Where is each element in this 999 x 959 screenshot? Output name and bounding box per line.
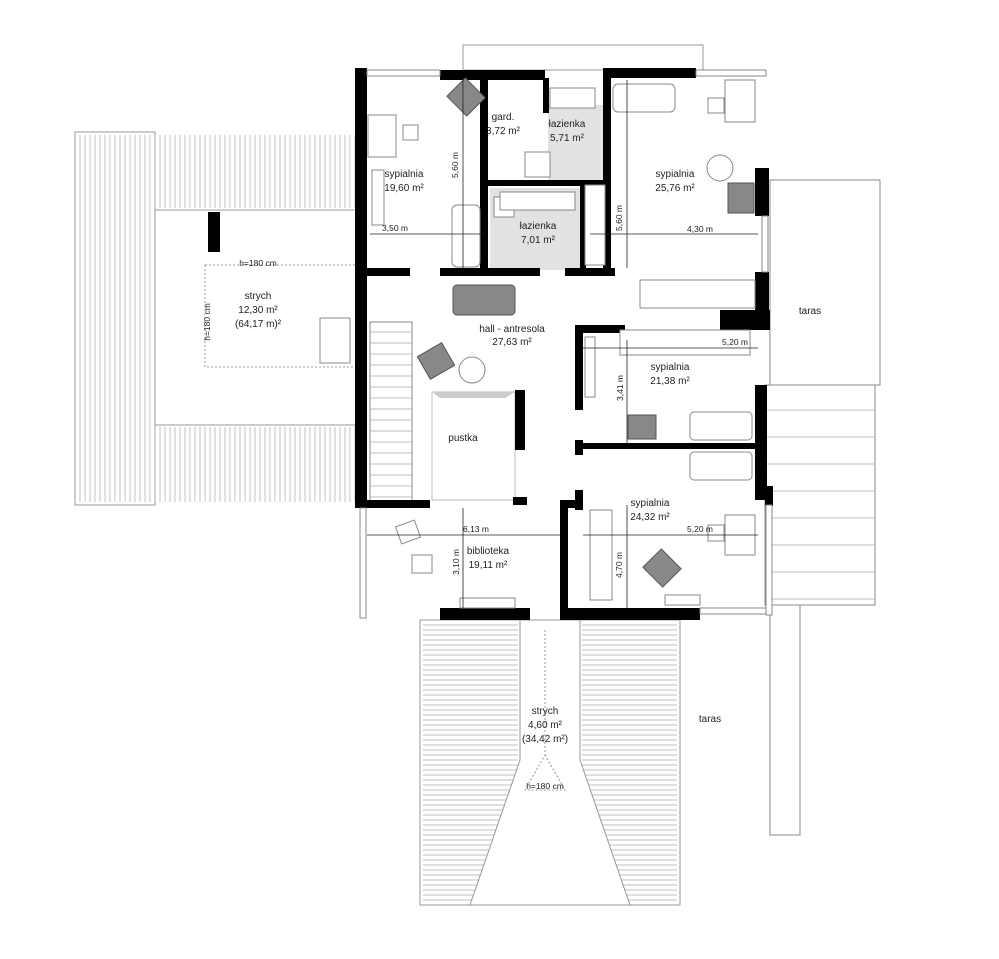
staircase	[369, 321, 413, 503]
room-sypialnia-2: sypialnia 25,76 m²	[655, 169, 695, 194]
armchair	[627, 414, 657, 440]
svg-text:(34,42 m²): (34,42 m²)	[522, 734, 568, 745]
svg-text:sypialnia: sypialnia	[656, 169, 695, 180]
svg-text:strych: strych	[532, 706, 559, 717]
svg-text:6,13 m: 6,13 m	[463, 524, 489, 534]
room-sypialnia-3: sypialnia 21,38 m²	[650, 362, 690, 387]
room-strych-2: strych 4,60 m² (34,42 m²)	[522, 706, 568, 745]
bathtub	[689, 411, 753, 441]
terrace-label-2: taras	[699, 714, 721, 725]
svg-text:3,72 m²: 3,72 m²	[486, 126, 521, 137]
svg-text:3,50 m: 3,50 m	[382, 223, 408, 233]
svg-text:łazienka: łazienka	[549, 119, 586, 130]
svg-text:hall - antresola: hall - antresola	[479, 324, 545, 335]
room-biblioteka: biblioteka 19,11 m²	[467, 546, 510, 571]
room-strych-1: strych 12,30 m² (64,17 m)²	[235, 291, 282, 330]
sofa	[452, 284, 516, 316]
void	[431, 391, 516, 501]
svg-text:pustka: pustka	[448, 433, 478, 444]
svg-text:h=180 cm: h=180 cm	[239, 258, 277, 268]
svg-text:21,38 m²: 21,38 m²	[650, 376, 690, 387]
room-pustka: pustka	[448, 433, 478, 444]
terrace-label-1: taras	[799, 306, 821, 317]
svg-text:4,60 m²: 4,60 m²	[528, 720, 563, 731]
svg-text:5,60 m: 5,60 m	[614, 205, 624, 231]
dimension-lines	[367, 80, 758, 608]
svg-text:4,70 m: 4,70 m	[614, 552, 624, 578]
left-roof	[74, 131, 361, 506]
svg-text:25,76 m²: 25,76 m²	[655, 183, 695, 194]
svg-text:24,32 m²: 24,32 m²	[630, 512, 670, 523]
room-hall: hall - antresola 27,63 m²	[479, 324, 545, 348]
svg-text:5,71 m²: 5,71 m²	[550, 133, 585, 144]
svg-text:sypialnia: sypialnia	[651, 362, 690, 373]
terrace-top	[462, 44, 881, 836]
svg-text:sypialnia: sypialnia	[631, 498, 670, 509]
svg-text:12,30 m²: 12,30 m²	[238, 305, 278, 316]
dimension-labels: 3,50 m 4,30 m 5,60 m 5,60 m 5,20 m 3,41 …	[202, 152, 748, 791]
svg-text:3,41 m: 3,41 m	[615, 375, 625, 401]
svg-text:27,63 m²: 27,63 m²	[492, 337, 532, 348]
bathroom-floor-2	[548, 105, 610, 185]
room-sypialnia-4: sypialnia 24,32 m²	[630, 498, 670, 523]
svg-text:7,01 m²: 7,01 m²	[521, 235, 556, 246]
room-lazienka-1: łazienka 5,71 m²	[549, 119, 586, 144]
room-sypialnia-1: sypialnia 19,60 m²	[384, 169, 424, 194]
bottom-roof	[419, 619, 681, 906]
svg-text:biblioteka: biblioteka	[467, 546, 510, 557]
svg-text:5,20 m: 5,20 m	[722, 337, 748, 347]
bathtub	[612, 83, 676, 113]
svg-text:h=180 cm: h=180 cm	[202, 303, 212, 341]
windows	[359, 69, 773, 619]
room-gard: gard. 3,72 m²	[486, 112, 521, 137]
svg-text:sypialnia: sypialnia	[385, 169, 424, 180]
svg-text:19,11 m²: 19,11 m²	[469, 560, 508, 571]
svg-text:5,60 m: 5,60 m	[450, 152, 460, 178]
side-table	[458, 356, 486, 384]
bathtub	[689, 451, 753, 481]
furniture	[367, 77, 756, 609]
svg-text:3,10 m: 3,10 m	[451, 549, 461, 575]
svg-text:5,20 m: 5,20 m	[687, 524, 713, 534]
armchair	[727, 182, 755, 214]
room-lazienka-2: łazienka 7,01 m²	[520, 221, 557, 246]
svg-text:h=180 cm: h=180 cm	[526, 781, 564, 791]
armchair	[416, 342, 456, 380]
svg-text:strych: strych	[245, 291, 272, 302]
svg-text:4,30 m: 4,30 m	[687, 224, 713, 234]
armchair	[446, 77, 486, 117]
bathtub	[451, 204, 481, 268]
armchair	[642, 548, 682, 588]
walls	[355, 68, 773, 620]
svg-text:(64,17 m)²: (64,17 m)²	[235, 319, 282, 330]
svg-text:łazienka: łazienka	[520, 221, 557, 232]
svg-text:gard.: gard.	[492, 112, 515, 123]
svg-text:19,60 m²: 19,60 m²	[384, 183, 424, 194]
